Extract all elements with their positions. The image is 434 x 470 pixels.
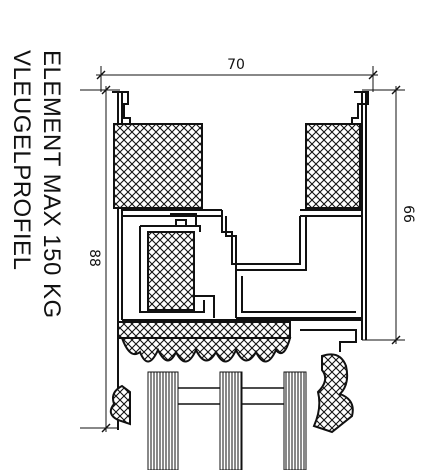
left-seal	[109, 384, 131, 426]
dimension-height-right: 66	[362, 85, 416, 345]
dimension-width-label: 70	[227, 57, 245, 73]
dimension-height-right-label: 66	[400, 205, 416, 223]
right-seal	[300, 329, 357, 434]
dimension-width: 70	[96, 57, 378, 92]
insulation-left	[113, 123, 203, 209]
glass-panes	[147, 371, 307, 470]
glazing-block	[139, 213, 215, 318]
insulation-right	[305, 123, 361, 209]
dimension-height-left: 88	[80, 85, 120, 433]
dimension-height-left-label: 88	[86, 249, 102, 267]
bottom-seal	[117, 321, 292, 363]
